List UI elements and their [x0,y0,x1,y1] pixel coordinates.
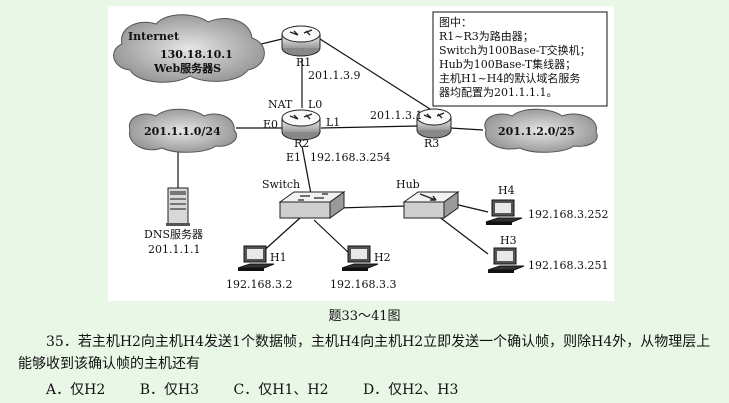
internet-label: Internet [128,30,180,43]
internet-cloud: Internet 130.18.10.1 Web服务器S [113,14,265,83]
router-r1-ip: 201.1.3.9 [308,69,360,82]
link-switch-h1 [259,217,301,255]
question-text: 35．若主机H2向主机H4发送1个数据帧，主机H4向主机H2立即发送一个确认帧，… [18,334,711,372]
router-r1-icon [281,25,321,57]
router-r2-l1: L1 [326,116,340,129]
router-r3-label: R3 [424,137,439,150]
router-r2-l0: L0 [308,98,322,111]
host-h2-ip: 192.168.3.3 [330,278,396,291]
lan-right-label: 201.1.2.0/25 [498,125,575,138]
dns-server-icon [166,187,190,226]
web-server-ip: 130.18.10.1 [160,48,233,61]
lan-left-label: 201.1.1.0/24 [144,125,221,138]
web-server-label: Web服务器S [153,61,221,75]
lan-right-cloud: 201.1.2.0/25 [484,108,598,153]
router-r3-ip: 201.1.3.1 [370,109,422,122]
link-switch-h2 [313,219,351,255]
router-r2-e1-ip: 192.168.3.254 [310,151,390,164]
dns-server-label: DNS服务器 [144,228,203,241]
link-r1-r3 [319,38,431,110]
router-r2-icon [281,109,321,141]
legend-box: 图中： R1~R3为路由器； Switch为100Base-T交换机； Hub为… [432,11,608,107]
router-r2-e1: E1 [286,151,301,164]
host-h4-ip: 192.168.3.252 [528,208,608,221]
host-h3-icon [487,247,525,273]
host-h1-ip: 192.168.3.2 [226,278,292,291]
option-a[interactable]: A．仅H2 [46,382,106,398]
hub-icon [402,191,460,219]
host-h3-ip: 192.168.3.251 [528,259,608,272]
link-hub-h3 [437,215,489,255]
link-r2-switch [301,145,312,195]
legend-line-0: 图中： [439,16,472,29]
host-h1-name: H1 [270,251,287,264]
legend-line-4: 主机H1~H4的默认域名服务 [439,71,580,85]
host-h4-name: H4 [498,184,515,197]
host-h2-icon [341,245,379,271]
legend-line-5: 器均配置为201.1.1.1。 [439,86,557,99]
host-h3-name: H3 [500,234,517,247]
option-c[interactable]: C．仅H1、H2 [233,382,329,398]
router-r3-icon [416,108,452,139]
link-r3-lan-right [449,127,484,131]
lan-left-cloud: 201.1.1.0/24 [128,108,238,153]
option-d[interactable]: D．仅H2、H3 [362,382,459,398]
legend-line-1: R1~R3为路由器； [439,29,534,43]
answer-options: A．仅H2 B．仅H3 C．仅H1、H2 D．仅H2、H3 [46,380,716,400]
legend-line-3: Hub为100Base-T集线器； [439,57,576,71]
legend-line-2: Switch为100Base-T交换机； [439,43,591,57]
switch-icon [278,191,346,219]
link-r2-r3 [320,125,419,129]
option-b[interactable]: B．仅H3 [139,382,200,398]
hub-label: Hub [396,178,420,191]
dns-server-ip: 201.1.1.1 [148,243,200,256]
router-r2-nat: NAT [268,98,293,111]
figure-caption: 题33～41图 [328,309,401,324]
router-r2-e0: E0 [263,118,278,131]
router-r1-label: R1 [296,56,311,69]
network-topology-diagram: Internet 130.18.10.1 Web服务器S 201.1.1.0/2… [108,6,614,301]
router-r2-label: R2 [294,137,309,150]
link-switch-hub [337,205,407,209]
host-h2-name: H2 [374,251,391,264]
switch-label: Switch [262,178,300,191]
host-h1-icon [237,245,275,271]
host-h4-icon [485,199,523,225]
